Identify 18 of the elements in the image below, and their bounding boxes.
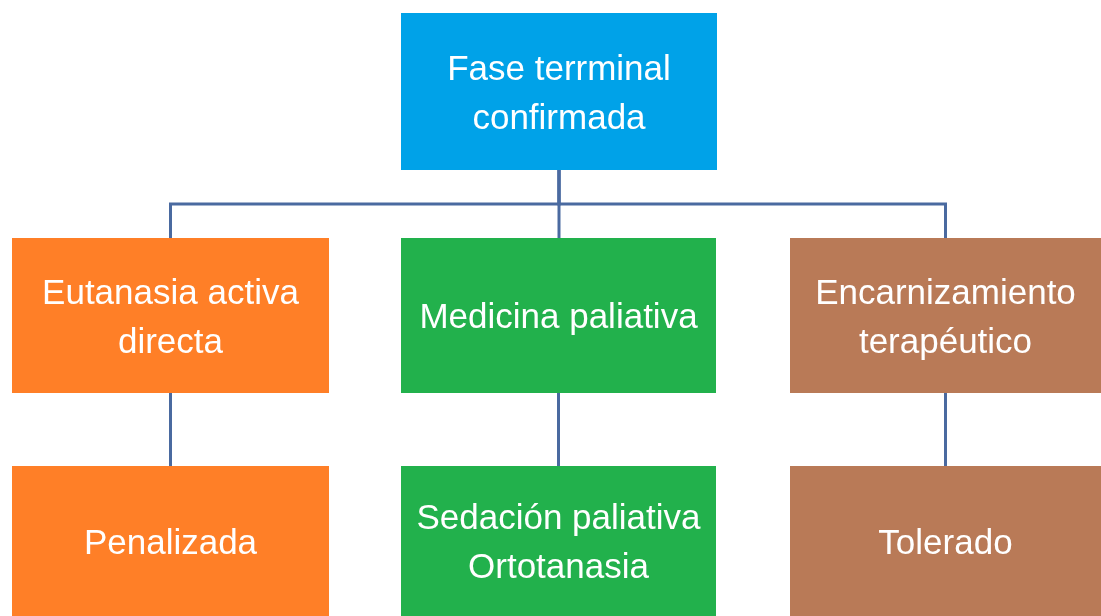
connector-line [944, 393, 947, 466]
process-box [790, 466, 1101, 616]
box-label: Sedación paliativa Ortotanasia [415, 496, 702, 587]
box-label: Encarnizamiento terapéutico [814, 270, 1077, 362]
process-box [12, 238, 329, 393]
box-label: Eutanasia activa directa [41, 270, 300, 362]
box-label: Penalizada [83, 520, 258, 563]
process-box [401, 238, 716, 393]
process-box [790, 238, 1101, 393]
connector-line [169, 393, 172, 466]
connector-line [557, 170, 947, 238]
box-label: Tolerado [878, 520, 1013, 563]
process-box [12, 466, 329, 616]
process-box [401, 466, 716, 616]
connector-line [557, 393, 560, 466]
box-label: Medicina paliativa [419, 295, 698, 337]
box-label: Fase terrminal confirmada [446, 46, 672, 138]
process-box [401, 13, 717, 170]
